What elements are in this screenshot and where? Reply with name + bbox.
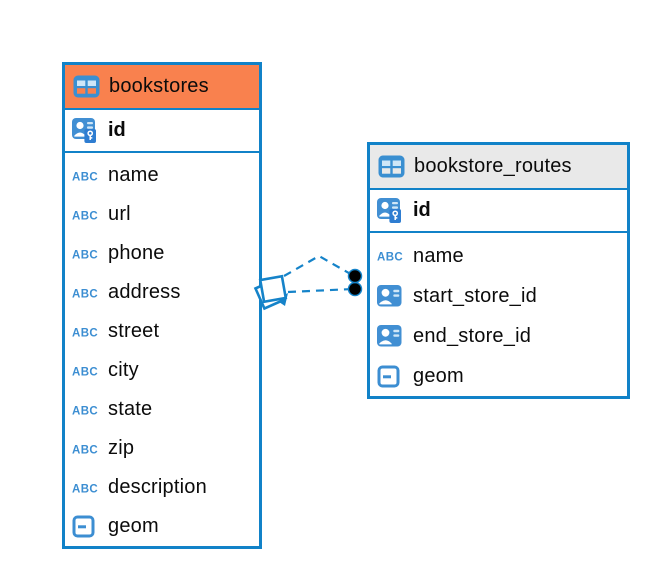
abc-text-icon: ABC <box>72 286 100 300</box>
svg-text:ABC: ABC <box>72 210 98 222</box>
primary-key-row[interactable]: id <box>370 190 627 233</box>
user-ref-icon <box>377 325 405 347</box>
table-node-bookstore-routes[interactable]: bookstore_routes id ABC name start_store_i… <box>367 142 630 399</box>
column-row[interactable]: ABC name <box>370 236 627 276</box>
column-row[interactable]: ABC url <box>65 195 259 234</box>
svg-text:ABC: ABC <box>72 366 98 378</box>
svg-text:ABC: ABC <box>72 171 98 183</box>
column-row[interactable]: geom <box>65 507 259 546</box>
svg-text:ABC: ABC <box>377 252 403 264</box>
abc-text-icon: ABC <box>72 442 100 456</box>
column-name: name <box>413 244 464 267</box>
abc-text-icon: ABC <box>72 169 100 183</box>
column-row[interactable]: end_store_id <box>370 316 627 356</box>
geometry-icon <box>377 365 405 388</box>
column-name: start_store_id <box>413 284 537 307</box>
column-name: zip <box>108 437 135 459</box>
column-row[interactable]: ABC address <box>65 273 259 312</box>
relationship-target-dot[interactable] <box>347 268 363 284</box>
relationship-source-marker-corner <box>276 293 288 306</box>
abc-text-icon: ABC <box>72 325 100 339</box>
column-row[interactable]: ABC street <box>65 312 259 351</box>
column-row[interactable]: ABC name <box>65 156 259 195</box>
column-name: name <box>108 164 159 186</box>
column-name: url <box>108 203 131 225</box>
table-icon <box>73 75 101 98</box>
abc-text-icon: ABC <box>72 364 100 378</box>
table-title: bookstore_routes <box>414 155 572 177</box>
column-name: address <box>108 281 181 303</box>
column-name: description <box>108 476 207 498</box>
abc-text-icon: ABC <box>72 481 100 495</box>
column-row[interactable]: ABC phone <box>65 234 259 273</box>
column-row[interactable]: start_store_id <box>370 276 627 316</box>
relationship-connector <box>253 254 363 311</box>
column-name: state <box>108 398 153 420</box>
primary-key-name: id <box>413 199 431 221</box>
column-name: street <box>108 320 160 342</box>
svg-text:ABC: ABC <box>72 327 98 339</box>
geometry-icon <box>72 515 100 538</box>
column-row[interactable]: ABC zip <box>65 429 259 468</box>
table-icon <box>378 155 406 178</box>
primary-key-row[interactable]: id <box>65 110 259 153</box>
svg-text:ABC: ABC <box>72 249 98 261</box>
user-ref-icon <box>377 285 405 307</box>
table-header[interactable]: bookstores <box>65 65 259 110</box>
primary-key-icon <box>377 197 405 224</box>
svg-text:ABC: ABC <box>72 405 98 417</box>
column-name: end_store_id <box>413 324 532 347</box>
table-header[interactable]: bookstore_routes <box>370 145 627 190</box>
column-name: geom <box>413 364 464 387</box>
primary-key-name: id <box>108 119 126 141</box>
table-title: bookstores <box>109 75 209 97</box>
svg-text:ABC: ABC <box>72 288 98 300</box>
relationship-target-dot[interactable] <box>347 281 363 297</box>
svg-text:ABC: ABC <box>72 444 98 456</box>
column-row[interactable]: ABC description <box>65 468 259 507</box>
primary-key-icon <box>72 117 100 144</box>
relationship-source-marker[interactable] <box>258 274 288 304</box>
column-name: phone <box>108 242 165 264</box>
abc-text-icon: ABC <box>72 403 100 417</box>
relationship-line[interactable] <box>287 287 354 294</box>
column-row[interactable]: ABC state <box>65 390 259 429</box>
column-row[interactable]: ABC city <box>65 351 259 390</box>
relationship-line[interactable] <box>283 254 355 277</box>
column-row[interactable]: geom <box>370 356 627 396</box>
abc-text-icon: ABC <box>72 247 100 261</box>
abc-text-icon: ABC <box>72 208 100 222</box>
svg-text:ABC: ABC <box>72 483 98 495</box>
abc-text-icon: ABC <box>377 249 405 264</box>
column-name: geom <box>108 515 159 537</box>
column-name: city <box>108 359 139 381</box>
